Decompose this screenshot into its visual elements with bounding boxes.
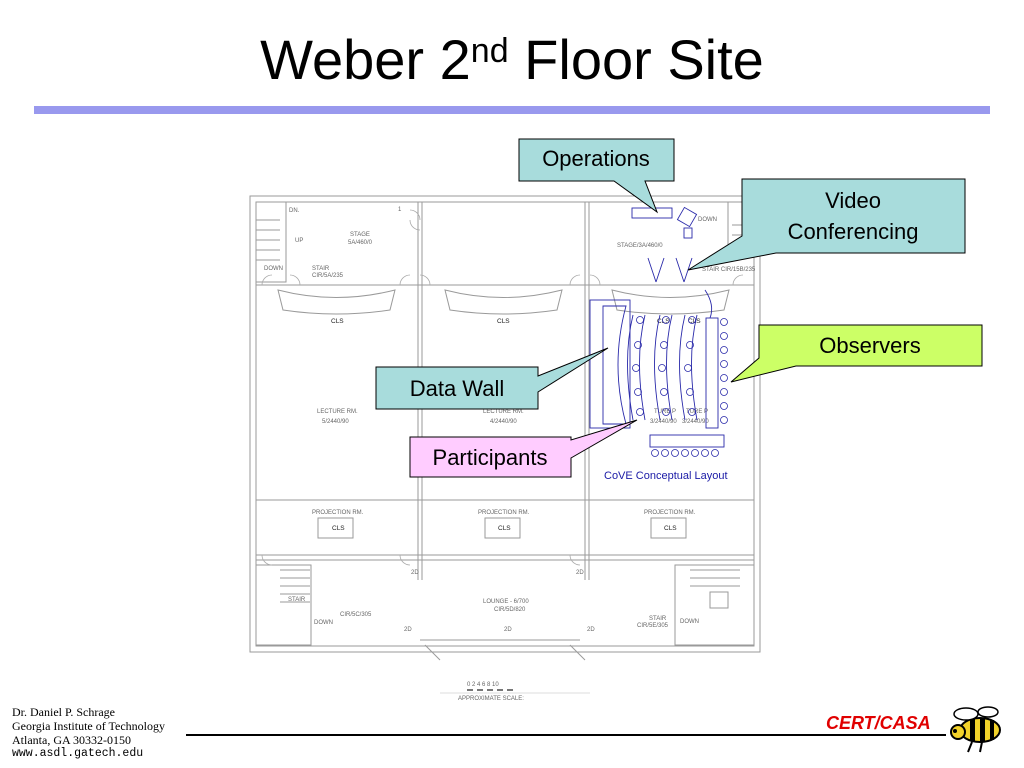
label-stair-bl: STAIR (288, 597, 306, 603)
title-superscript: nd (470, 32, 509, 70)
footer-rule (186, 734, 946, 736)
label-cir-5c: CIR/5C/305 (340, 612, 372, 618)
label-projection-1: PROJECTION RM. (312, 510, 364, 516)
label-lecture-4: LECTURE RM. (483, 409, 524, 415)
participant-row-2 (654, 314, 661, 421)
scale-numbers: 0 2 4 6 8 10 (467, 682, 499, 688)
label-lecture-4-num: 4/2440/90 (490, 419, 517, 425)
callout-data-wall-text: Data Wall (410, 376, 505, 401)
label-cls-4: CLS (688, 318, 701, 325)
observer-table (705, 317, 719, 429)
label-lecture-3a: TURE P (654, 409, 676, 415)
slide-title: Weber 2nd Floor Site (0, 32, 1024, 88)
callout-operations-text: Operations (542, 146, 650, 171)
chairs (632, 316, 728, 457)
title-end: Floor Site (508, 28, 764, 91)
data-wall-frame (589, 299, 631, 429)
callout-observers: Observers (730, 324, 983, 383)
label-stage: STAGE (350, 232, 370, 238)
footer-name: Dr. Daniel P. Schrage (12, 705, 115, 719)
participant-row-1 (627, 314, 634, 421)
label-cls-3: CLS (657, 318, 670, 325)
label-stage-left: 5A/460/0 (348, 240, 373, 246)
label-cls-7: CLS (664, 525, 677, 532)
participant-row-3 (679, 314, 686, 421)
rear-table (649, 434, 725, 448)
participant-row-1b (639, 314, 646, 421)
label-cir-5d: CIR/5D/820 (494, 607, 526, 613)
label-cir-5a: CIR/5A/235 (312, 273, 344, 279)
label-down-br: DOWN (680, 619, 699, 625)
label-down-bl: DOWN (314, 620, 333, 626)
callout-data-wall: Data Wall (375, 347, 609, 410)
label-2d-4: 2D (504, 627, 512, 633)
data-wall-screen (602, 305, 627, 425)
callout-participants: Participants (409, 419, 638, 478)
label-2d-5: 2D (587, 627, 595, 633)
cove-caption: CoVE Conceptual Layout (604, 470, 728, 482)
label-stair-left: STAIR (312, 266, 330, 272)
door-swings (261, 209, 744, 566)
title-main: Weber 2 (260, 28, 471, 91)
label-dn: DN. (289, 208, 300, 214)
callout-video-text-1: Video (825, 188, 881, 213)
footer-org: Georgia Institute of Technology (12, 719, 166, 733)
scale-bar: 0 2 4 6 8 10 APPROXIMATE SCALE: (440, 682, 590, 702)
ops-station (676, 206, 698, 228)
label-down-right: DOWN (698, 217, 717, 223)
brand-logo-text: CERT/CASA (826, 713, 931, 733)
plan-labels: DN. UP DOWN STAIR CIR/5A/235 STAGE 5A/46… (264, 207, 756, 633)
yellow-jacket-logo-icon (950, 706, 1001, 753)
label-cls-1: CLS (331, 318, 344, 325)
label-lecture-5: LECTURE RM. (317, 409, 358, 415)
callout-observers-text: Observers (819, 333, 920, 358)
title-underline (34, 106, 990, 114)
label-cir-right: STAIR CIR/15B/235 (702, 267, 756, 273)
label-stage-right: STAGE/3A/460/0 (617, 243, 663, 249)
operations-console (631, 207, 673, 219)
label-projection-3: PROJECTION RM. (644, 510, 696, 516)
label-lecture-5-num: 5/2440/90 (322, 419, 349, 425)
label-cls-5: CLS (332, 525, 345, 532)
label-2d-2: 2D (576, 570, 584, 576)
label-2d-3: 2D (404, 627, 412, 633)
label-cls-2: CLS (497, 318, 510, 325)
callout-video-text-2: Conferencing (788, 219, 919, 244)
label-lounge: LOUNGE - 6/700 (483, 599, 529, 605)
label-lecture-3b-num: 3/2440/90 (682, 419, 709, 425)
label-up: UP (295, 238, 303, 244)
vc-arc (704, 289, 713, 319)
ops-chair (683, 227, 693, 239)
label-projection-2: PROJECTION RM. (478, 510, 530, 516)
label-cls-6: CLS (498, 525, 511, 532)
callout-operations: Operations (518, 138, 675, 214)
footer-web: www.asdl.gatech.edu (12, 747, 144, 760)
scale-label: APPROXIMATE SCALE: (458, 696, 524, 702)
label-down-left: DOWN (264, 266, 283, 272)
label-lecture-3a-num: 3/2440/90 (650, 419, 677, 425)
callout-participants-text: Participants (433, 445, 548, 470)
label-lecture-3b: TURE P (686, 409, 708, 415)
label-marker-1: 1 (398, 207, 402, 213)
participant-row-3b (691, 314, 698, 421)
footer-address: Atlanta, GA 30332-0150 (12, 733, 131, 747)
label-2d-1: 2D (411, 570, 419, 576)
label-cir-5e: CIR/5E/305 (637, 623, 669, 629)
footer-credits: Dr. Daniel P. Schrage Georgia Institute … (12, 705, 165, 761)
participant-row-2b (666, 314, 673, 421)
camera-left (647, 257, 665, 283)
label-stair-br: STAIR (649, 616, 667, 622)
callout-video-conferencing: Video Conferencing (687, 178, 966, 271)
